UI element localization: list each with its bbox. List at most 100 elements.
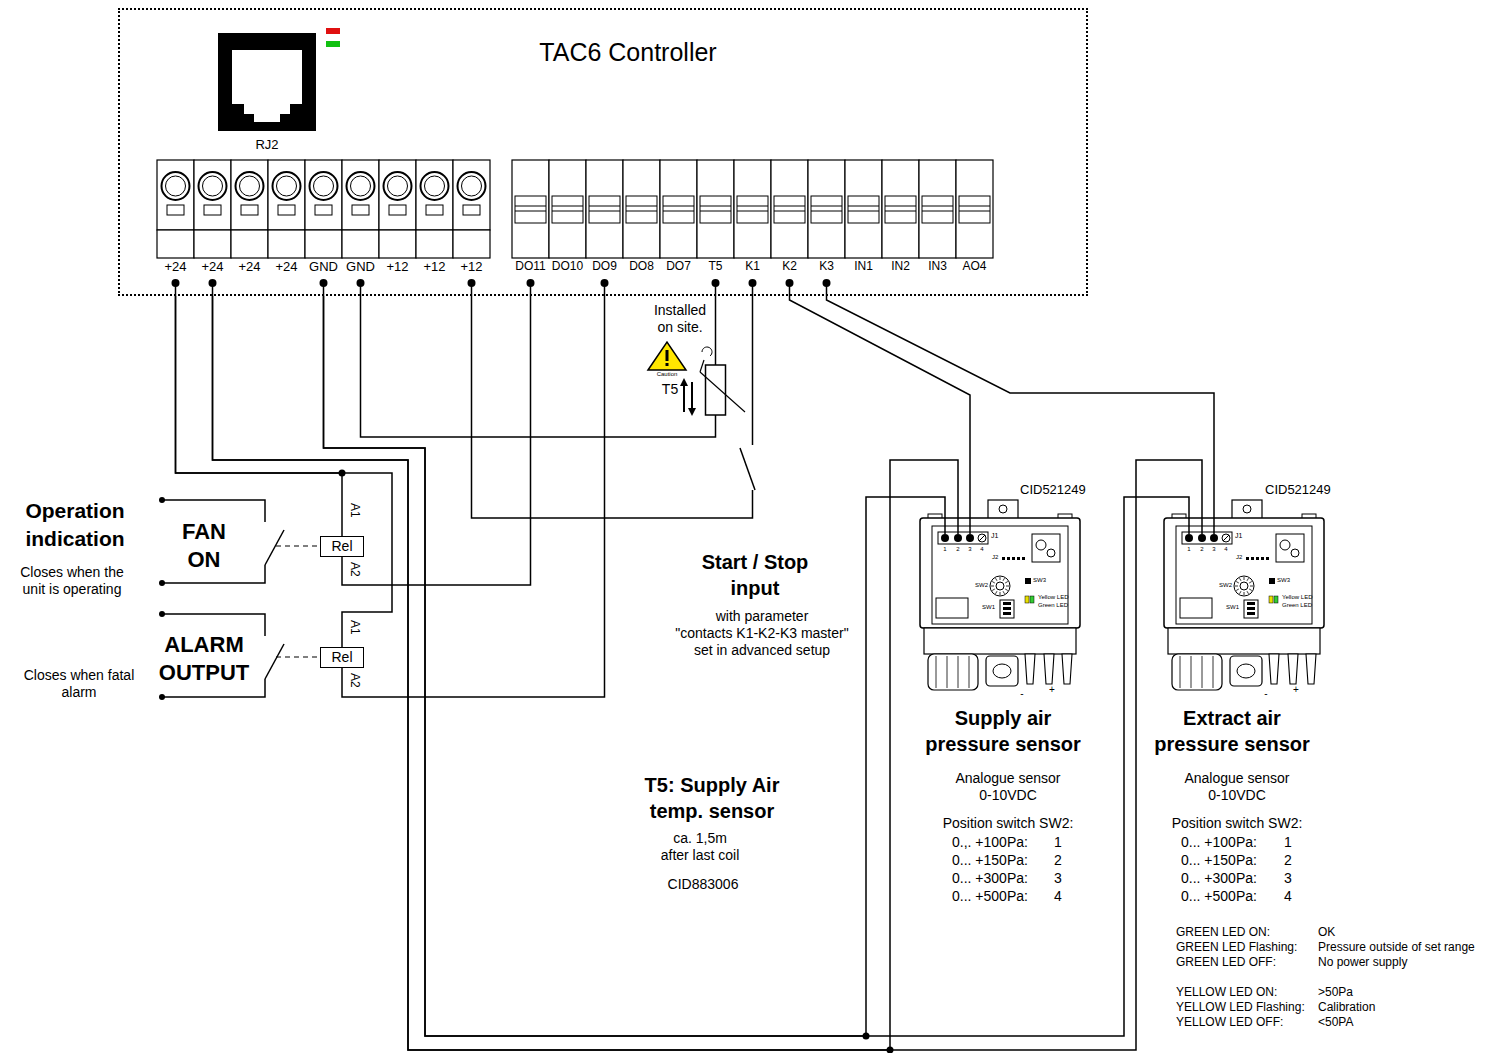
note-text: FAN ON (182, 518, 226, 573)
component-marking: J1 (1235, 532, 1242, 540)
terminal-name: IN2 (891, 259, 910, 273)
dip-lever (1247, 612, 1255, 615)
wire (324, 296, 946, 1036)
terminal-body (268, 160, 305, 230)
note-text: Start / Stop input (702, 549, 809, 601)
terminal-clamp (848, 206, 879, 207)
rotary-tick (1240, 578, 1242, 581)
dip-lever (1003, 612, 1011, 615)
terminal-screw (458, 172, 486, 200)
arrow-head (688, 408, 696, 416)
terminal-name: +24 (275, 259, 297, 275)
range-table-cell: 1 (1054, 834, 1062, 851)
terminal-name: K3 (819, 259, 834, 273)
dip-switch (1000, 600, 1014, 618)
part-number: CID521249 (1265, 482, 1331, 498)
header-pin (1256, 557, 1259, 560)
range-table-cell: 3 (1054, 870, 1062, 887)
wire (176, 296, 393, 647)
terminal-name: T5 (708, 259, 722, 273)
wire (472, 296, 753, 518)
coil-pin: A1 (348, 620, 362, 635)
terminal-slot (352, 205, 369, 215)
terminal-clamp (811, 211, 842, 212)
node-label: Extract air pressure sensor (1154, 705, 1310, 757)
header-pin (1022, 557, 1025, 560)
note-text: Operation indication (25, 497, 124, 554)
rotary-tick (1249, 582, 1252, 584)
terminal-body (586, 160, 623, 258)
cable-entry (1237, 664, 1255, 678)
terminal-screw (240, 176, 260, 196)
terminal-clamp (515, 206, 546, 207)
wire (1201, 515, 1203, 534)
terminal-base (268, 230, 305, 258)
text-line: Closes when fatal (24, 667, 135, 684)
header-pin (1012, 557, 1015, 560)
arrow-head (680, 378, 688, 386)
terminal-clamp (922, 211, 953, 212)
terminal-screw (384, 172, 412, 200)
range-table-cell: 0.,. +100Pa: (952, 834, 1028, 851)
text-line: Start / Stop (702, 549, 809, 575)
install-icon (702, 347, 712, 356)
note-text: Closes when fatal alarm (24, 667, 135, 701)
pressure-nipple (1306, 654, 1316, 684)
relay-linkage (276, 656, 320, 657)
rotary-tick (991, 586, 994, 587)
terminal-name: +24 (201, 259, 223, 275)
component-marking: + (1293, 684, 1299, 696)
rotary-switch (1240, 582, 1248, 590)
dip-lever (1003, 602, 1011, 605)
terminal-screw (310, 172, 338, 200)
range-table-cell: 4 (1284, 888, 1292, 905)
note-text: Analogue sensor 0-10VDC (1184, 770, 1289, 804)
terminal-clamp (774, 196, 805, 223)
housing-base (1168, 628, 1320, 654)
pressure-nipple (1062, 654, 1072, 684)
text-line: on site. (654, 319, 706, 336)
terminal-screw (462, 176, 482, 196)
text-line: "contacts K1-K2-K3 master" (675, 625, 848, 642)
note-text: ca. 1,5m after last coil (661, 830, 740, 864)
terminal-clamp (515, 211, 546, 212)
pressure-port (1036, 540, 1046, 550)
text-line: unit is operating (20, 581, 124, 598)
rotary-tick (1003, 578, 1005, 581)
terminal-base (453, 230, 490, 258)
range-table-cell: 2 (1054, 852, 1062, 869)
terminal-screw (236, 172, 264, 200)
text-line: Operation (25, 497, 124, 525)
sensor-housing (1164, 518, 1324, 628)
terminal-pin (979, 535, 985, 541)
note-text: ALARM OUTPUT (159, 631, 249, 686)
wire (827, 296, 1215, 515)
terminal-clamp (885, 206, 916, 207)
coil-pin: A1 (348, 503, 362, 518)
green-led (1274, 596, 1278, 603)
arrow-up (683, 382, 685, 412)
note-text: Caution (657, 371, 678, 378)
terminal-clamp (663, 211, 694, 212)
terminal-clamp (626, 196, 657, 223)
sensor-slash (700, 360, 704, 372)
terminal-pin (1210, 534, 1218, 542)
note-text: Position switch SW2: (1172, 815, 1303, 832)
terminal-clamp (700, 196, 731, 223)
terminal-slot (278, 205, 295, 215)
wire (176, 296, 343, 536)
led-green (326, 41, 340, 47)
led-table-cell: <50PA (1318, 1015, 1353, 1029)
terminal-clamp (626, 206, 657, 207)
pressure-port (1280, 540, 1290, 550)
terminal-clamp (959, 196, 990, 223)
terminal-body (697, 160, 734, 258)
housing-base (924, 628, 1076, 654)
text-line: FAN (182, 518, 226, 546)
terminal-slot (426, 205, 443, 215)
wire (715, 296, 717, 365)
terminal-body (734, 160, 771, 258)
component-marking: SW2 (1219, 582, 1232, 589)
range-table-cell: 0... +100Pa: (1181, 834, 1257, 851)
